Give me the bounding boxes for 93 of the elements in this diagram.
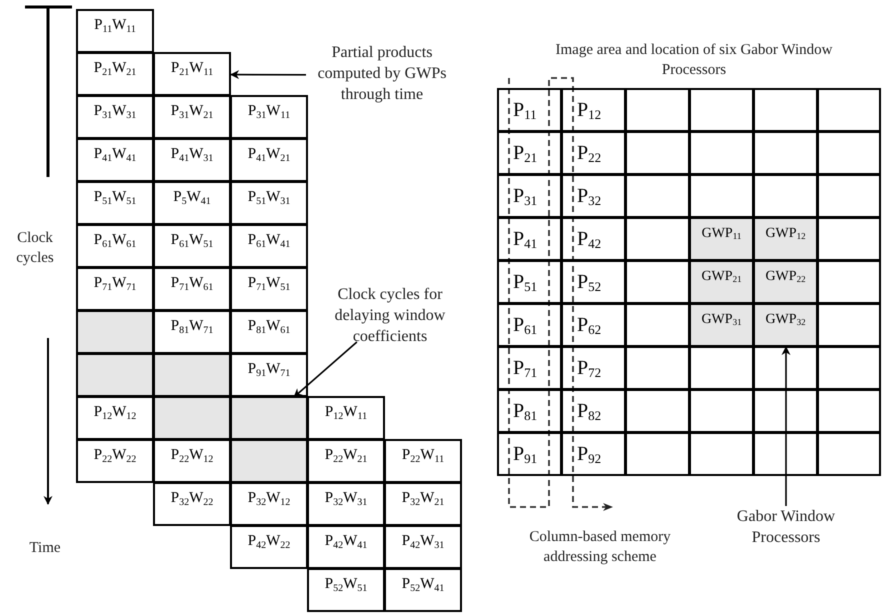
note-text: Clock cycles for delaying window coefficients	[322, 284, 458, 347]
pixel-cell: P$_{72}$	[561, 346, 626, 390]
pixel-cell: P$_{81}$	[497, 389, 562, 433]
product-cell: P$_{22}$W$_{21}$	[307, 439, 385, 483]
caption-text: Time	[28, 539, 62, 558]
product-cell: P$_{52}$W$_{41}$	[384, 568, 462, 612]
empty-cell	[625, 389, 690, 433]
empty-cell	[817, 88, 881, 132]
product-cell: P$_{81}$W$_{61}$	[230, 310, 308, 354]
leader-arrow	[293, 341, 358, 398]
leader-arrow	[782, 346, 790, 506]
product-cell: P$_{71}$W$_{61}$	[153, 267, 231, 311]
product-cell: P$_{21}$W$_{11}$	[153, 52, 231, 96]
product-cell: P$_{11}$W$_{11}$	[76, 9, 154, 53]
empty-cell	[753, 389, 818, 433]
pixel-cell: P$_{62}$	[561, 303, 626, 347]
product-cell: P$_{61}$W$_{51}$	[153, 224, 231, 268]
pixel-cell: P$_{82}$	[561, 389, 626, 433]
product-cell: P$_{22}$W$_{22}$	[76, 439, 154, 483]
pixel-cell: P$_{32}$	[561, 174, 626, 218]
pixel-cell: P$_{51}$	[497, 260, 562, 304]
shaded-cell	[153, 396, 231, 440]
product-cell: P$_{42}$W$_{41}$	[307, 525, 385, 569]
processor-cell: GWP$_{32}$	[753, 303, 818, 347]
product-cell: P$_{32}$W$_{22}$	[153, 482, 231, 526]
pixel-cell: P$_{31}$	[497, 174, 562, 218]
empty-cell	[689, 346, 754, 390]
empty-cell	[625, 432, 690, 476]
pixel-cell: P$_{92}$	[561, 432, 626, 476]
product-cell: P$_{32}$W$_{12}$	[230, 482, 308, 526]
shaded-cell	[76, 353, 154, 397]
empty-cell	[689, 389, 754, 433]
processor-cell: GWP$_{31}$	[689, 303, 754, 347]
caption-text: Image area and location of six Gabor Window Processors	[554, 41, 834, 80]
empty-cell	[753, 346, 818, 390]
product-cell: P$_{41}$W$_{41}$	[76, 138, 154, 182]
empty-cell	[817, 389, 881, 433]
note-text: Gabor Window Processors	[722, 506, 850, 548]
empty-cell	[625, 346, 690, 390]
pixel-cell: P$_{12}$	[561, 88, 626, 132]
product-cell: P$_{71}$W$_{51}$	[230, 267, 308, 311]
product-cell: P$_{51}$W$_{31}$	[230, 181, 308, 225]
leader-arrow	[230, 70, 306, 80]
product-cell: P$_{32}$W$_{21}$	[384, 482, 462, 526]
pixel-cell: P$_{42}$	[561, 217, 626, 261]
product-cell: P$_{61}$W$_{41}$	[230, 224, 308, 268]
product-cell: P$_{42}$W$_{31}$	[384, 525, 462, 569]
empty-cell	[689, 88, 754, 132]
pixel-cell: P$_{22}$	[561, 131, 626, 175]
processor-cell: GWP$_{22}$	[753, 260, 818, 304]
product-cell: P$_{41}$W$_{31}$	[153, 138, 231, 182]
product-cell: P$_{22}$W$_{11}$	[384, 439, 462, 483]
pixel-cell: P$_{11}$	[497, 88, 562, 132]
empty-cell	[689, 131, 754, 175]
empty-cell	[753, 131, 818, 175]
pixel-cell: P$_{52}$	[561, 260, 626, 304]
pixel-cell: P$_{91}$	[497, 432, 562, 476]
product-cell: P$_{31}$W$_{21}$	[153, 95, 231, 139]
empty-cell	[689, 432, 754, 476]
caption-text: Clock cycles	[15, 229, 55, 268]
product-cell: P$_{61}$W$_{61}$	[76, 224, 154, 268]
product-cell: P$_{5}$W$_{41}$	[153, 181, 231, 225]
processor-cell: GWP$_{21}$	[689, 260, 754, 304]
shaded-cell	[230, 439, 308, 483]
product-cell: P$_{31}$W$_{11}$	[230, 95, 308, 139]
empty-cell	[817, 432, 881, 476]
empty-cell	[817, 346, 881, 390]
processor-cell: GWP$_{12}$	[753, 217, 818, 261]
shaded-cell	[230, 396, 308, 440]
product-cell: P$_{51}$W$_{51}$	[76, 181, 154, 225]
shaded-cell	[76, 310, 154, 354]
shaded-cell	[153, 353, 231, 397]
pixel-cell: P$_{21}$	[497, 131, 562, 175]
product-cell: P$_{41}$W$_{21}$	[230, 138, 308, 182]
product-cell: P$_{21}$W$_{21}$	[76, 52, 154, 96]
empty-cell	[817, 131, 881, 175]
product-cell: P$_{52}$W$_{51}$	[307, 568, 385, 612]
processor-cell: GWP$_{11}$	[689, 217, 754, 261]
empty-cell	[625, 88, 690, 132]
pixel-cell: P$_{61}$	[497, 303, 562, 347]
empty-cell	[625, 174, 690, 218]
product-cell: P$_{31}$W$_{31}$	[76, 95, 154, 139]
empty-cell	[753, 432, 818, 476]
empty-cell	[817, 174, 881, 218]
product-cell: P$_{12}$W$_{11}$	[307, 396, 385, 440]
empty-cell	[625, 131, 690, 175]
product-cell: P$_{42}$W$_{22}$	[230, 525, 308, 569]
note-text: Partial products computed by GWPs through time	[306, 42, 458, 105]
pixel-cell: P$_{41}$	[497, 217, 562, 261]
caption-text: Column-based memory addressing scheme	[528, 528, 672, 567]
product-cell: P$_{32}$W$_{31}$	[307, 482, 385, 526]
empty-cell	[753, 88, 818, 132]
pixel-cell: P$_{71}$	[497, 346, 562, 390]
